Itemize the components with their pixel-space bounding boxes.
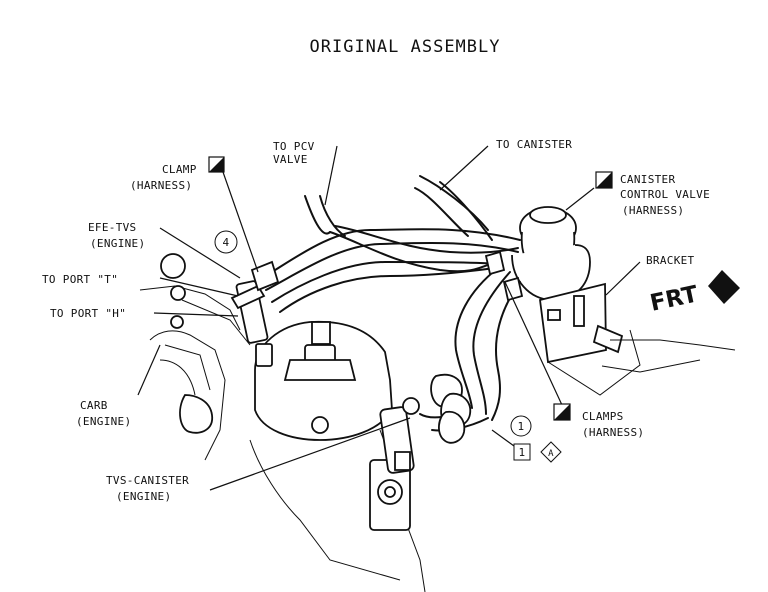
frt-label: FRT (648, 281, 701, 316)
label-to-pcv-valve: VALVE (273, 153, 308, 166)
label-port-h: TO PORT "H" (50, 307, 126, 320)
label-bracket: BRACKET (646, 254, 695, 267)
callout-diamond-a-text: A (548, 449, 554, 459)
leader-lines (137, 145, 641, 491)
engine-drawing (139, 175, 736, 592)
callouts: 4 1 1 A (214, 230, 562, 463)
label-carb: CARB (80, 399, 108, 412)
label-control-valve: CONTROL VALVE (620, 188, 710, 201)
harness-marker-icon (595, 171, 613, 189)
callout-diamond-a (540, 441, 562, 463)
label-tvs-canister: TVS-CANISTER (106, 474, 189, 487)
front-arrow: FRT (648, 270, 740, 317)
label-to-pcv: TO PCV (273, 140, 315, 153)
callout-1-text: 1 (518, 420, 525, 433)
harness-marker-icon (553, 403, 571, 421)
label-canister: CANISTER (620, 173, 675, 186)
label-carb-engine: (ENGINE) (76, 415, 131, 428)
frt-arrow-icon (708, 270, 740, 304)
label-canister-harness: (HARNESS) (622, 204, 684, 217)
harness-markers (208, 156, 613, 421)
label-efe-tvs-engine: (ENGINE) (90, 237, 145, 250)
callout-box-1 (513, 443, 531, 461)
label-to-canister: TO CANISTER (496, 138, 572, 151)
callout-box-1-text: 1 (519, 446, 526, 459)
label-efe-tvs: EFE-TVS (88, 221, 136, 234)
harness-marker-icon (208, 156, 225, 173)
callout-circle-1 (510, 415, 532, 437)
diagram-title: ORIGINAL ASSEMBLY (310, 37, 501, 57)
label-clamp-harness: (HARNESS) (130, 179, 192, 192)
label-clamp: CLAMP (162, 163, 197, 176)
label-clamps: CLAMPS (582, 410, 624, 423)
callout-circle-4 (214, 230, 238, 254)
label-clamps-harness: (HARNESS) (582, 426, 644, 439)
label-port-t: TO PORT "T" (42, 273, 118, 286)
callout-4-text: 4 (223, 236, 230, 249)
label-tvs-canister-engine: (ENGINE) (116, 490, 171, 503)
labels: TO PCV VALVE TO CANISTER CLAMP (HARNESS)… (42, 138, 710, 503)
